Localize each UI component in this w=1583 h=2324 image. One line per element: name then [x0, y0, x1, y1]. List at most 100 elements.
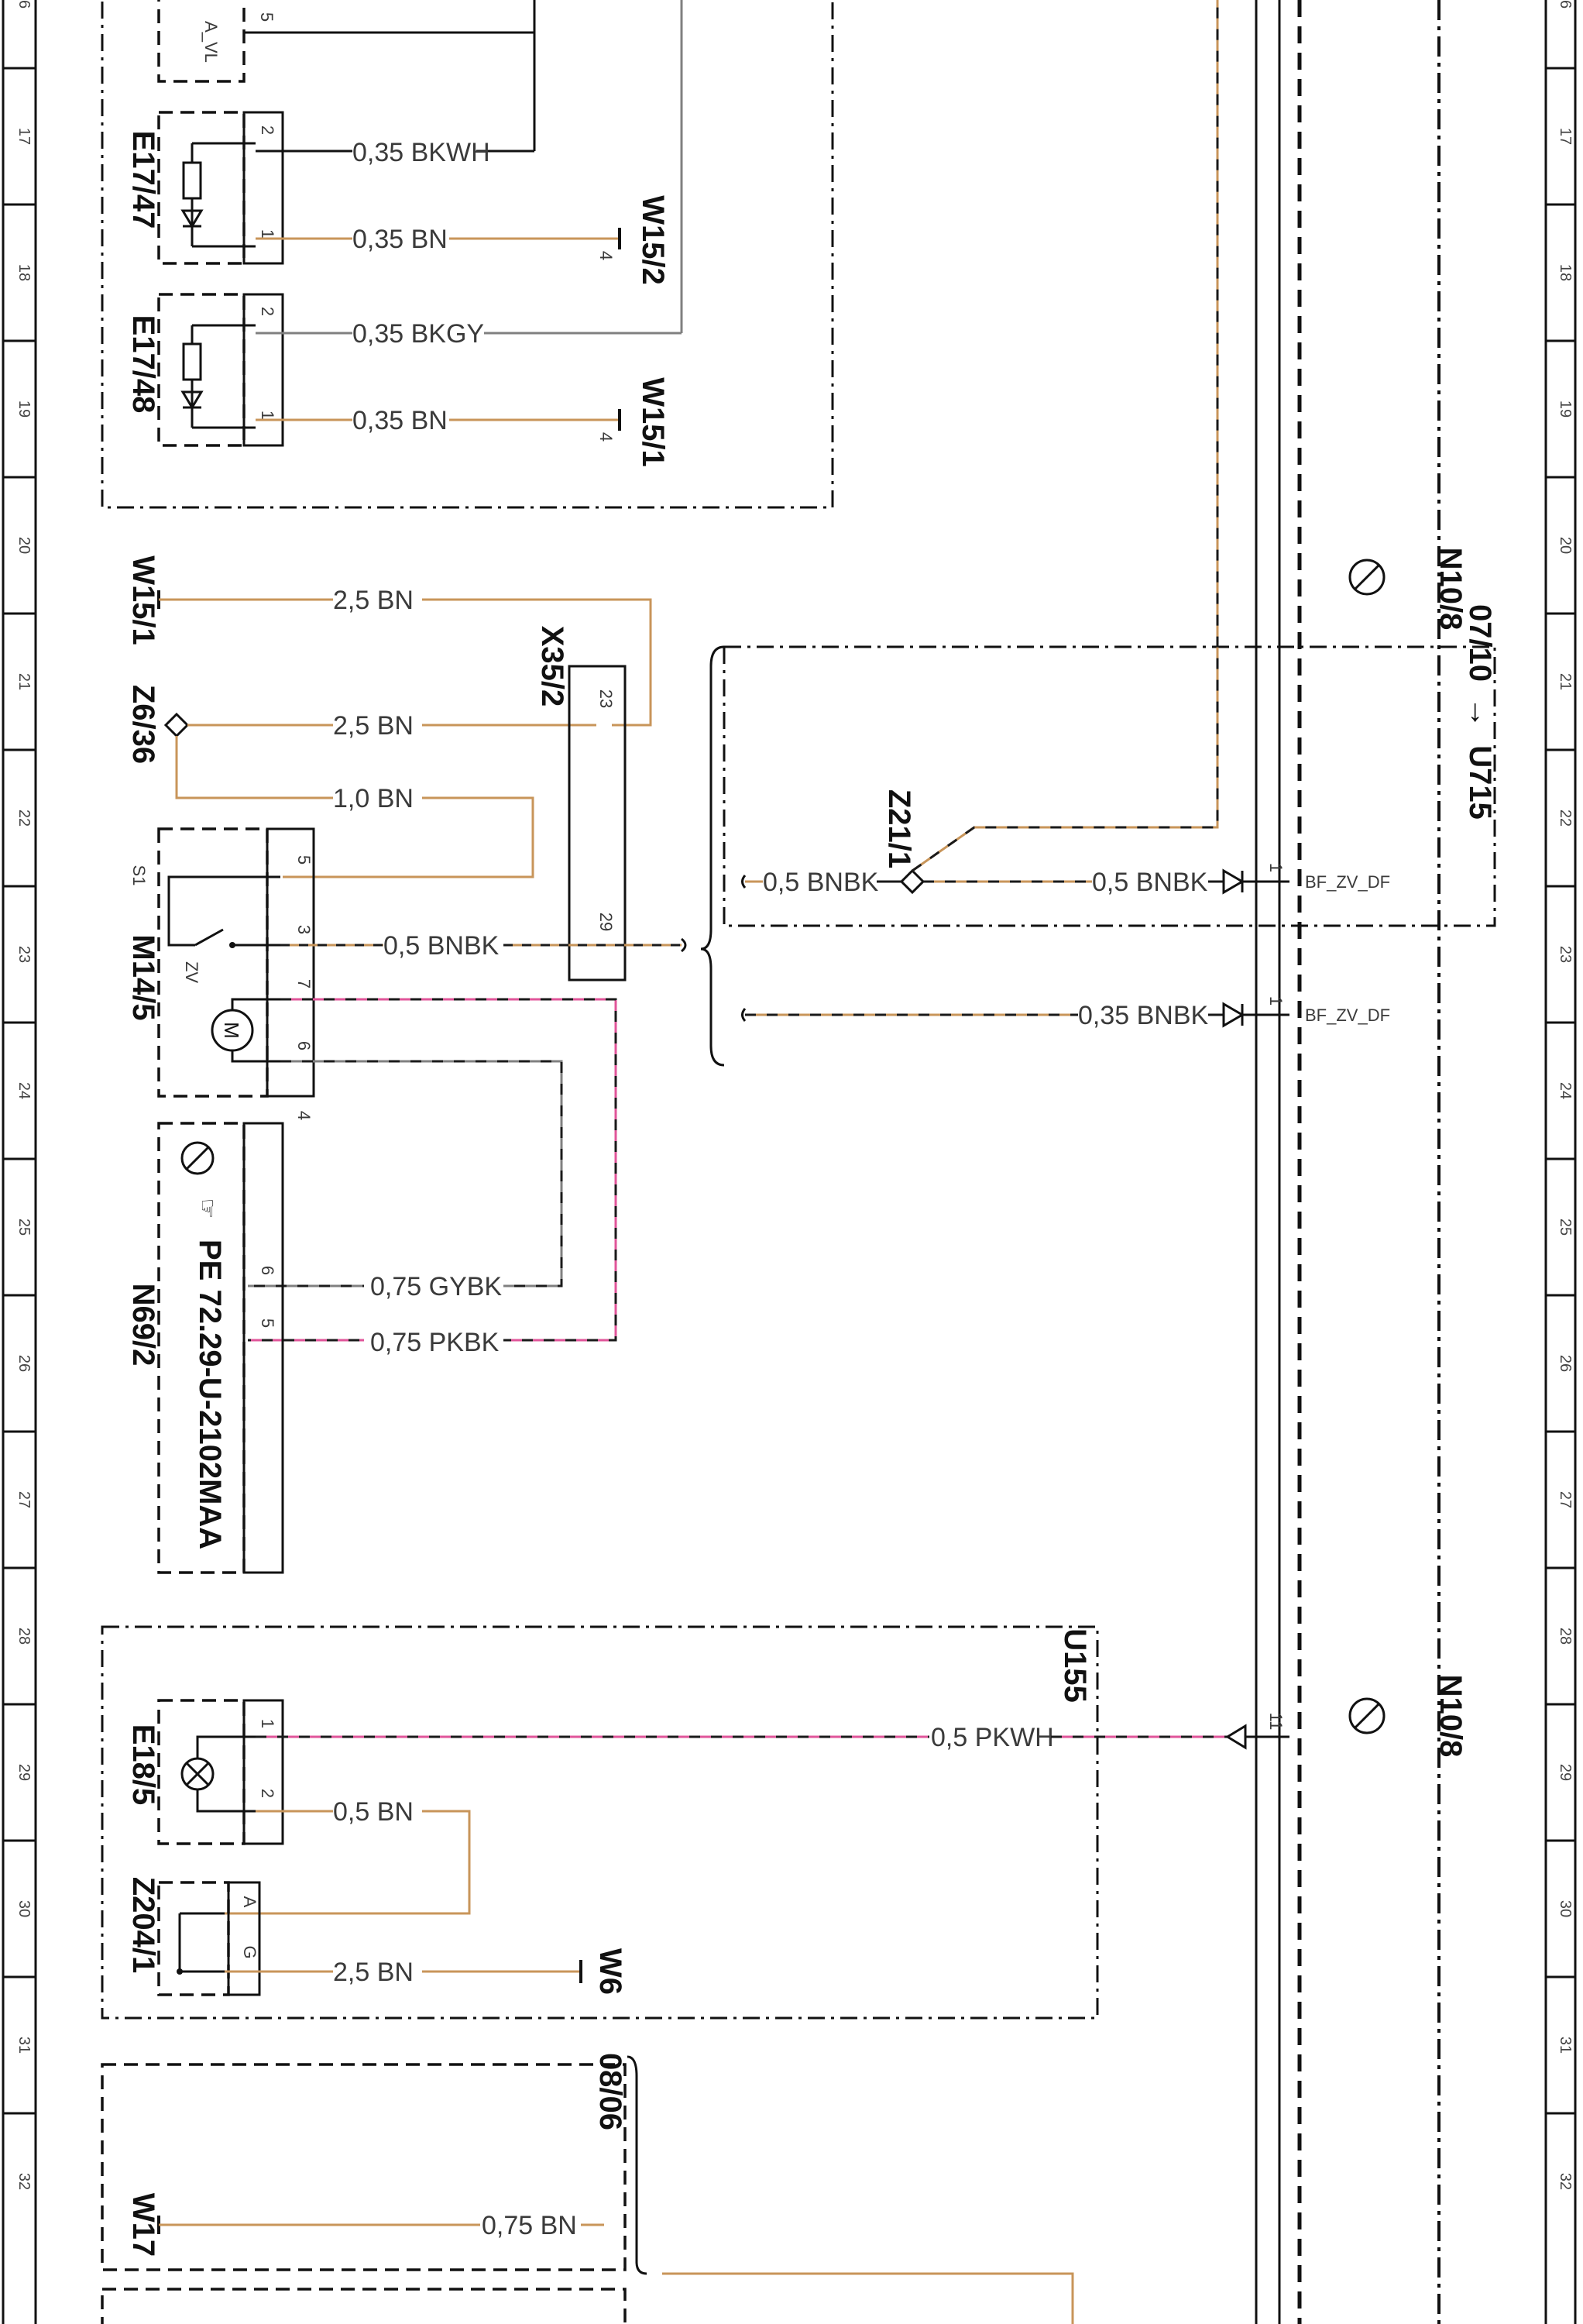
svg-text:M: M	[220, 1022, 243, 1039]
z204-1-pin-g: G	[240, 1945, 259, 1958]
wire-bkgy: 0,35 BKGY	[352, 319, 484, 349]
row-number-left: 19	[15, 401, 33, 418]
x35-2-connector	[568, 665, 627, 982]
row-number-left: 25	[15, 1219, 33, 1236]
row-number-left: 32	[15, 2173, 33, 2190]
control-unit-icon	[180, 1141, 215, 1175]
control-unit-icon-n10-b	[1348, 1697, 1386, 1734]
w6-label: W6	[593, 1948, 627, 1995]
u715-arrow: →	[1463, 697, 1497, 728]
z21-region-box	[723, 645, 1496, 927]
row-number-right: 31	[1557, 2037, 1574, 2054]
z21-1-splice	[899, 868, 925, 895]
m14-5-pin-4: 4	[294, 1111, 314, 1120]
wire-bnbk-035: 0,35 BNBK	[1078, 1001, 1209, 1030]
z204-1-pin-a: A	[240, 1896, 259, 1908]
row-number-right: 22	[1557, 810, 1574, 827]
row-number-left: 20	[15, 537, 33, 554]
e17-47-label: E17/47	[126, 131, 160, 229]
z204-1-housing	[227, 1881, 261, 1996]
e17-48-housing	[242, 293, 284, 447]
row-number-left: 27	[15, 1491, 33, 1508]
wire-bn25-b: 2,5 BN	[333, 711, 414, 741]
arrow-icon-2	[1222, 1002, 1245, 1028]
e18-5-housing	[242, 1699, 284, 1845]
row-number-left: 26	[15, 1355, 33, 1372]
n69-2-pin-5: 5	[258, 1318, 277, 1328]
row-number-left: 24	[15, 1082, 33, 1099]
u715-label: U715	[1463, 745, 1497, 820]
row-number-right: 19	[1557, 401, 1574, 418]
row-number-right: 25	[1557, 1219, 1574, 1236]
arrow-icon-1	[1222, 868, 1245, 895]
row-number-left: 22	[15, 810, 33, 827]
wire-bn-1: 0,35 BN	[352, 225, 448, 254]
e17-47-pin-1: 1	[258, 229, 277, 239]
wire-bn25-w6: 2,5 BN	[333, 1958, 414, 1987]
a-vl-label: A_VL	[201, 21, 221, 63]
row-number-right: 23	[1557, 946, 1574, 963]
wire-pkwh: 0,5 PKWH	[931, 1723, 1054, 1752]
signal-bf-zv-df-2: BF_ZV_DF	[1305, 1006, 1390, 1025]
row-number-left: 23	[15, 946, 33, 963]
row-number-right: 26	[1557, 1355, 1574, 1372]
m14-5-pin-5: 5	[294, 855, 314, 865]
row-number-left: 29	[15, 1764, 33, 1781]
row-number-right: 18	[1557, 264, 1574, 281]
e17-48-label: E17/48	[126, 315, 160, 414]
w15-1-label: W15/1	[126, 555, 160, 645]
x35-2-pin-29: 29	[596, 913, 616, 931]
row-number-right: 21	[1557, 673, 1574, 690]
zv-label: ZV	[182, 961, 201, 983]
e18-5-box	[157, 1699, 246, 1845]
s1-label: S1	[129, 865, 149, 886]
row-number-left: 28	[15, 1628, 33, 1645]
m14-5-pin-3: 3	[294, 925, 314, 934]
a-vl-box	[157, 0, 246, 83]
w15-2-label: W15/2	[636, 195, 670, 285]
wire-bn075-w17: 0,75 BN	[482, 2211, 577, 2240]
bottom-box-2	[101, 2288, 627, 2324]
z6-36-splice	[163, 712, 190, 738]
wire-bnbk-z21-right: 0,5 BNBK	[1092, 868, 1208, 897]
n10-8-pin-1b: 1	[1266, 996, 1286, 1006]
pin-5-avl: 5	[257, 12, 276, 22]
left-ruler	[2, 0, 37, 2324]
bundle-brace	[700, 645, 725, 1067]
n10-8-pin-11: 11	[1266, 1713, 1286, 1731]
row-number-left: 30	[15, 1900, 33, 1917]
signal-bf-zv-df-1: BF_ZV_DF	[1305, 872, 1390, 892]
e17-48-pin-1: 1	[258, 411, 277, 420]
wire-gybk: 0,75 GYBK	[370, 1272, 502, 1301]
u155-label: U155	[1058, 1628, 1092, 1703]
m14-5-pin-7: 7	[294, 979, 314, 988]
x35-2-pin-23: 23	[596, 689, 616, 708]
e18-5-label: E18/5	[126, 1724, 160, 1806]
w15-1-pin-4: 4	[596, 432, 616, 442]
wire-pkbk: 0,75 PKBK	[370, 1328, 500, 1357]
m14-5-housing	[266, 827, 315, 1098]
n10-8-pin-1a: 1	[1266, 863, 1286, 872]
bottom-box	[101, 2063, 627, 2271]
row-number-left: 18	[15, 264, 33, 281]
w15-2-pin-4: 4	[596, 251, 616, 260]
row-number-left: 31	[15, 2037, 33, 2054]
e18-5-pin-2: 2	[258, 1789, 277, 1798]
row-number-left: 21	[15, 673, 33, 690]
wire-bn10: 1,0 BN	[333, 784, 414, 813]
m14-5-label: M14/5	[126, 934, 160, 1020]
z204-1-label: Z204/1	[126, 1877, 160, 1974]
e17-48-pin-2: 2	[258, 307, 277, 316]
row-number-right: 28	[1557, 1628, 1574, 1645]
right-ruler	[1544, 0, 1577, 2324]
w17-label: W17	[126, 2193, 160, 2257]
wire-bn25-a: 2,5 BN	[333, 586, 414, 615]
n69-2-pin-6: 6	[258, 1266, 277, 1275]
row-number-right: 32	[1557, 2173, 1574, 2190]
z204-1-box	[157, 1881, 230, 1996]
row-number-left: 17	[15, 128, 33, 145]
row-number-right: 29	[1557, 1764, 1574, 1781]
n69-2-label: N69/2	[126, 1284, 160, 1367]
